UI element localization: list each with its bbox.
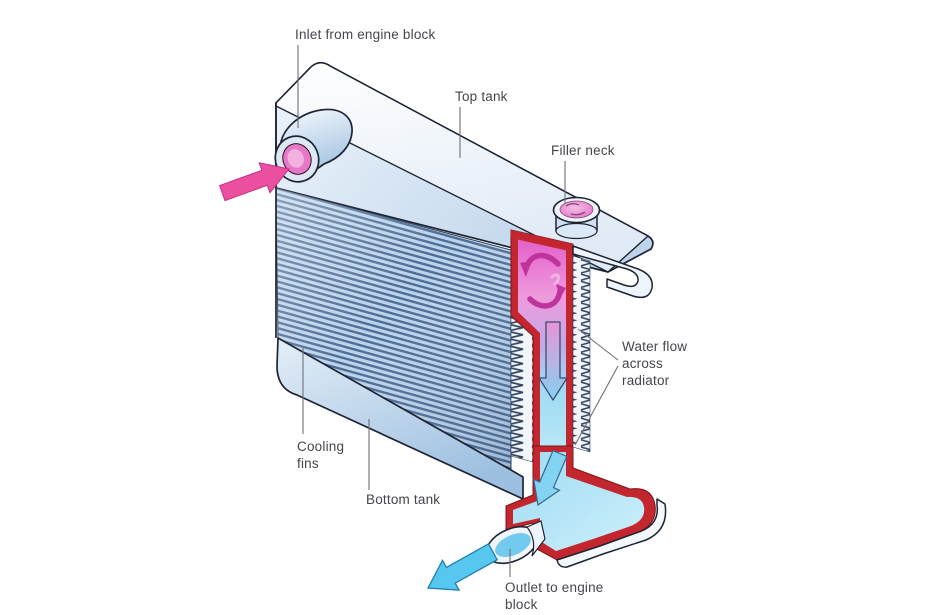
- top-tank-hook-remnant: [572, 245, 653, 299]
- label-top-tank: Top tank: [455, 89, 508, 104]
- bottom-tank-shape: [276, 337, 524, 500]
- hot-water-inlet-arrow-icon: [218, 162, 290, 202]
- cooling-fins-texture: [275, 187, 512, 471]
- label-bottom-tank: Bottom tank: [366, 492, 440, 507]
- label-cooling-fins-1: Cooling: [297, 439, 344, 454]
- down-flow-arrow-icon: [538, 321, 568, 401]
- label-inlet: Inlet from engine block: [295, 27, 435, 42]
- cutaway-channel: [510, 229, 574, 453]
- filler-neck-shape: [552, 196, 601, 240]
- labels: Inlet from engine block Top tank Filler …: [295, 27, 687, 612]
- outlet-pipe-shape: [485, 520, 546, 565]
- label-cooling-fins-2: fins: [297, 456, 319, 471]
- label-outlet-1: Outlet to engine: [505, 580, 604, 595]
- bottom-flow-arrow-icon: [532, 449, 568, 507]
- bottom-tank-cutaway: [485, 445, 667, 568]
- label-filler-neck: Filler neck: [551, 143, 615, 158]
- cool-water-outlet-arrow-icon: [426, 543, 499, 591]
- label-water-flow-3: radiator: [622, 373, 670, 388]
- top-cut-red-band: [511, 230, 573, 252]
- cut-fins-right-band: [572, 255, 591, 453]
- label-outlet-2: block: [505, 597, 538, 612]
- label-water-flow-2: across: [622, 356, 663, 371]
- leader-lines: [297, 45, 619, 577]
- label-water-flow-1: Water flow: [622, 339, 687, 354]
- bottom-tank-shell: [556, 498, 667, 568]
